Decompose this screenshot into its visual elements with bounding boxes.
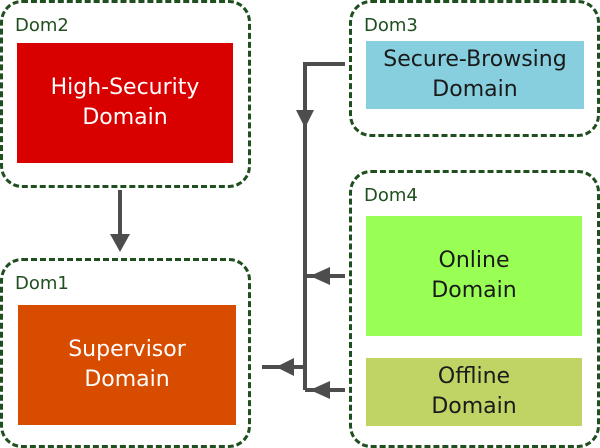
supervisor-domain-box: Supervisor Domain	[18, 305, 236, 425]
arrow-down-bus	[296, 110, 314, 128]
high-security-domain-text: High-Security Domain	[50, 75, 200, 130]
online-domain-text: Online Domain	[431, 248, 517, 303]
supervisor-domain-text: Supervisor Domain	[68, 337, 186, 392]
offline-domain-box: Offline Domain	[366, 358, 582, 426]
online-domain-box: Online Domain	[366, 216, 582, 336]
arrow-down-dom1	[110, 234, 130, 252]
dom2-label: Dom2	[15, 15, 69, 36]
offline-domain-text: Offline Domain	[431, 364, 517, 419]
dom3-label: Dom3	[364, 15, 418, 36]
arrow-left-offline	[310, 381, 330, 399]
arrow-left-online	[310, 267, 330, 285]
dom1-label: Dom1	[15, 273, 69, 294]
arrow-left-supervisor	[276, 358, 294, 376]
secure-browsing-domain-box: Secure-Browsing Domain	[366, 41, 584, 109]
high-security-domain-box: High-Security Domain	[17, 43, 233, 163]
dom4-label: Dom4	[364, 185, 418, 206]
secure-browsing-domain-text: Secure-Browsing Domain	[383, 47, 567, 102]
